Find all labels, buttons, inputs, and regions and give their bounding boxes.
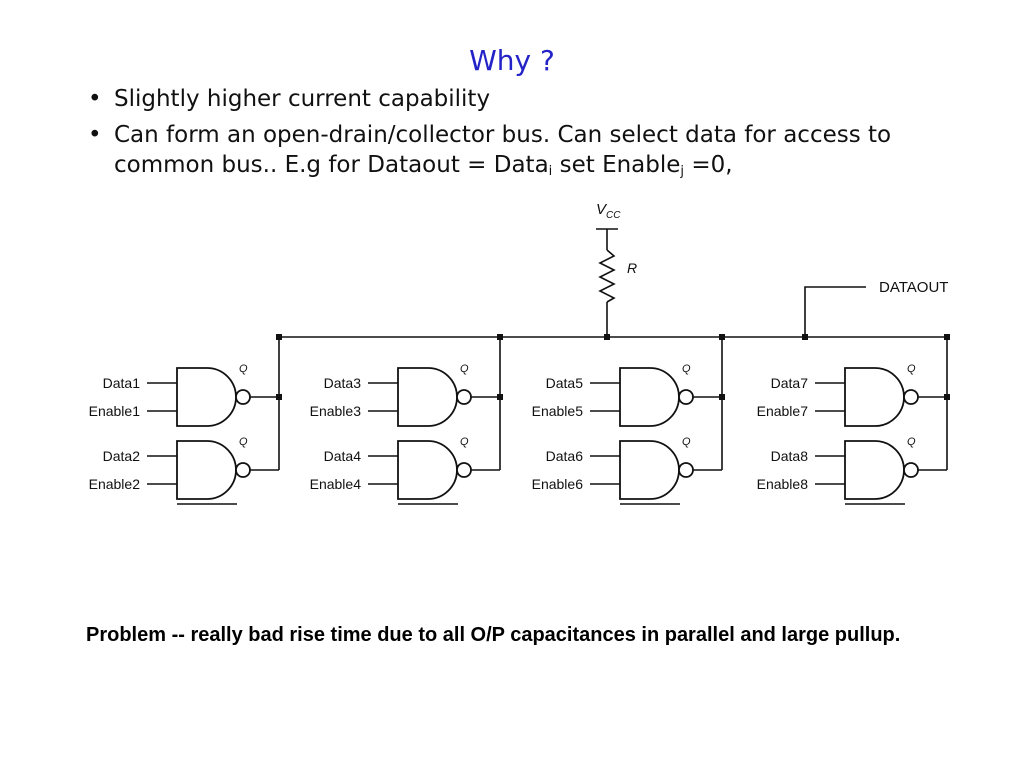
gate-output-label: Q — [460, 363, 469, 375]
junction-dot — [604, 334, 610, 340]
enable-input-label: Enable3 — [310, 403, 362, 419]
nand-gate-body — [176, 440, 237, 500]
nand-gate-body — [844, 367, 905, 427]
enable-input-label: Enable2 — [89, 476, 141, 492]
bullet-list: • Slightly higher current capability • C… — [88, 84, 968, 198]
enable-input-label: Enable4 — [310, 476, 362, 492]
gate-output-label: Q — [239, 436, 248, 448]
resistor-label: R — [627, 260, 637, 276]
data-input-label: Data5 — [546, 375, 584, 391]
inversion-bubble — [678, 389, 694, 405]
enable-input-label: Enable1 — [89, 403, 141, 419]
gate-output-label: Q — [239, 363, 248, 375]
gate-output-label: Q — [907, 436, 916, 448]
inversion-bubble — [903, 462, 919, 478]
junction-dot — [944, 334, 950, 340]
vcc-label: VCC — [596, 201, 621, 221]
junction-dot — [719, 334, 725, 340]
problem-statement: Problem -- really bad rise time due to a… — [86, 624, 901, 646]
enable-input-label: Enable5 — [532, 403, 584, 419]
resistor-symbol — [598, 249, 616, 303]
bullet-item: • Slightly higher current capability — [88, 84, 968, 114]
inversion-bubble — [456, 389, 472, 405]
data-input-label: Data4 — [324, 448, 362, 464]
junction-dot — [802, 334, 808, 340]
gate-group: Data1Enable1QData2Enable2QData3Enable3QD… — [89, 334, 950, 505]
bullet-item: • Can form an open-drain/collector bus. … — [88, 120, 968, 187]
junction-dot — [719, 394, 725, 400]
bullet-dot: • — [88, 86, 102, 112]
nand-gate-body — [844, 440, 905, 500]
junction-dot — [497, 394, 503, 400]
nand-gate-body — [176, 367, 237, 427]
circuit-wiring — [279, 228, 945, 338]
junction-dot — [276, 334, 282, 340]
enable-input-label: Enable8 — [757, 476, 809, 492]
data-input-label: Data8 — [771, 448, 809, 464]
junction-dot — [276, 394, 282, 400]
junction-dot — [497, 334, 503, 340]
data-input-label: Data2 — [103, 448, 141, 464]
open-drain-bus-diagram: VCC R DATAOUT Data1Enable1QData2Enable2Q… — [0, 196, 1024, 516]
data-input-label: Data1 — [103, 375, 141, 391]
inversion-bubble — [456, 462, 472, 478]
nand-gate-body — [397, 367, 458, 427]
bullet-text: Slightly higher current capability — [114, 86, 491, 112]
bullet-text-mid: set Enable — [552, 152, 681, 178]
nand-gate-body — [619, 440, 680, 500]
gate-output-label: Q — [682, 436, 691, 448]
dataout-label: DATAOUT — [879, 279, 948, 296]
inversion-bubble — [678, 462, 694, 478]
gate-output-label: Q — [682, 363, 691, 375]
subscript-j: j — [680, 164, 685, 179]
nand-gate-body — [619, 367, 680, 427]
junction-dot — [944, 394, 950, 400]
data-input-label: Data6 — [546, 448, 584, 464]
inversion-bubble — [903, 389, 919, 405]
inversion-bubble — [235, 389, 251, 405]
bullet-text-prefix: Can form an open-drain/collector bus. Ca… — [114, 122, 892, 178]
data-input-label: Data7 — [771, 375, 809, 391]
bullet-text-suffix: =0, — [684, 152, 733, 178]
slide-title: Why ? — [469, 44, 555, 77]
inversion-bubble — [235, 462, 251, 478]
enable-input-label: Enable6 — [532, 476, 584, 492]
data-input-label: Data3 — [324, 375, 362, 391]
bus-junctions — [604, 334, 808, 340]
subscript-i: i — [548, 164, 553, 179]
gate-output-label: Q — [907, 363, 916, 375]
enable-input-label: Enable7 — [757, 403, 809, 419]
nand-gate-body — [397, 440, 458, 500]
gate-output-label: Q — [460, 436, 469, 448]
dataout-wire — [804, 286, 866, 337]
bullet-dot: • — [88, 122, 102, 148]
